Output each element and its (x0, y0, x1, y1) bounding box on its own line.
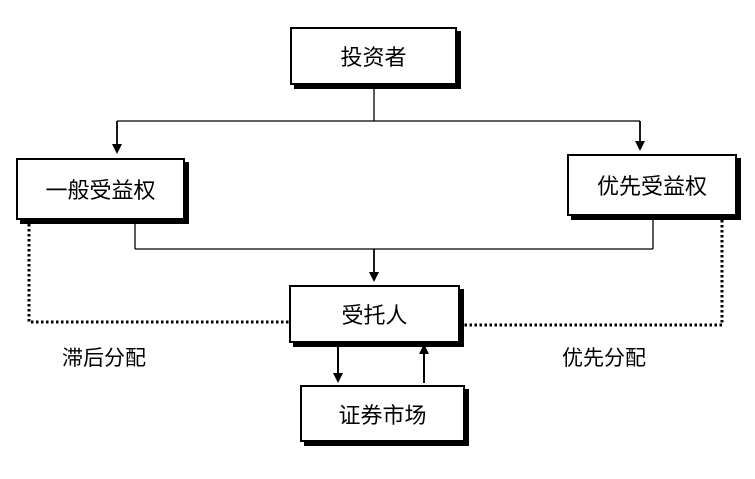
securities-market-node: 证券市场 (300, 385, 465, 442)
deferred-distribution-label: 滞后分配 (62, 346, 146, 370)
general-rights-node: 一般受益权 (16, 158, 185, 220)
trustee-node: 受托人 (289, 285, 460, 343)
priority-distribution-path (461, 215, 724, 327)
priority-distribution-label: 优先分配 (562, 346, 646, 370)
priority-rights-node: 优先受益权 (567, 154, 737, 216)
deferred-distribution-path (27, 224, 289, 324)
investor-node: 投资者 (290, 27, 457, 85)
